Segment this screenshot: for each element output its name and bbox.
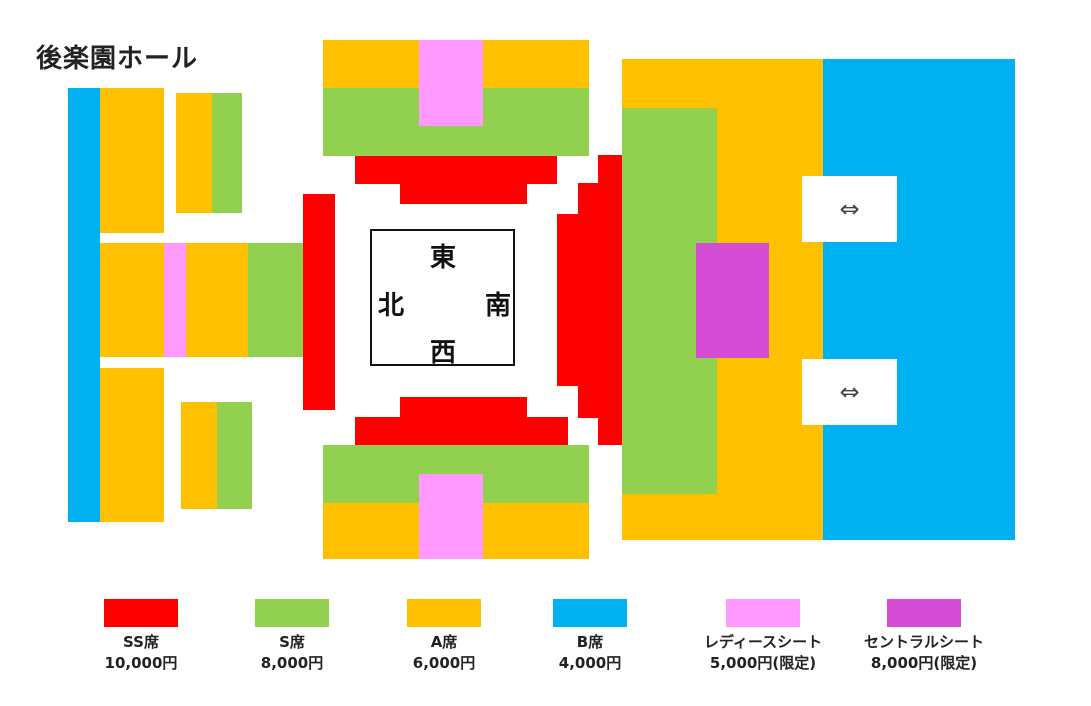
south-ss-row-2 [578,183,598,418]
east-ss-row-2 [400,184,527,204]
south-ss-row-3 [557,214,578,386]
legend-label: セントラルシート [863,633,984,651]
legend-label: レディースシート [703,633,823,651]
north-ladies-block [164,243,186,357]
north-s-block [248,243,303,357]
legend-swatch [104,599,178,627]
north-ss-row-2 [320,212,335,392]
south-b-block [823,59,1015,540]
north-a-block-bottom [100,368,164,522]
venue-title: 後楽園ホール [36,44,199,74]
north-a-block-mid [100,243,164,357]
east-ladies-block [419,40,483,126]
west-ss-row-2 [400,397,527,417]
legend-label: SS席 [123,633,159,651]
north-small-a-bottom [181,402,217,509]
legend-item-a: A席 6,000円 [374,599,514,674]
direction-north: 北 [378,291,405,321]
north-a-block-inner [186,243,248,357]
legend-swatch [726,599,800,627]
legend-label: S席 [279,633,305,651]
aisle-lower: ⇔ [802,359,897,425]
south-central-block [696,243,769,358]
direction-east: 東 [430,243,457,273]
aisle-upper: ⇔ [802,176,897,242]
legend-label: A席 [430,633,458,651]
legend-price: 10,000円 [104,654,178,672]
north-small-s-bottom [217,402,252,509]
north-small-a-top [176,93,212,213]
legend-item-central: セントラルシート 8,000円(限定) [854,599,994,674]
west-ss-row-1 [355,417,568,445]
double-arrow-icon: ⇔ [839,195,860,223]
east-ss-row-1 [355,156,557,184]
ring: 東 北 南 西 [370,229,515,368]
legend-swatch [553,599,627,627]
north-b-strip [68,88,100,522]
south-ss-row-1 [598,155,622,445]
north-small-s-top [212,93,242,213]
double-arrow-icon: ⇔ [839,378,860,406]
direction-west: 西 [430,338,457,368]
legend-price: 4,000円 [558,654,622,672]
legend-item-b: B席 4,000円 [520,599,660,674]
legend-price: 6,000円 [412,654,476,672]
legend-swatch [407,599,481,627]
legend-item-ss: SS席 10,000円 [71,599,211,674]
legend-price: 8,000円 [260,654,324,672]
west-ladies-block [419,474,483,559]
direction-south: 南 [485,291,512,321]
legend-price: 8,000円(限定) [870,654,978,672]
legend-swatch [887,599,961,627]
legend-item-ladies: レディースシート 5,000円(限定) [693,599,833,674]
legend-label: B席 [576,633,604,651]
legend-price: 5,000円(限定) [709,654,817,672]
legend-item-s: S席 8,000円 [222,599,362,674]
north-a-block-top [100,88,164,233]
legend-swatch [255,599,329,627]
